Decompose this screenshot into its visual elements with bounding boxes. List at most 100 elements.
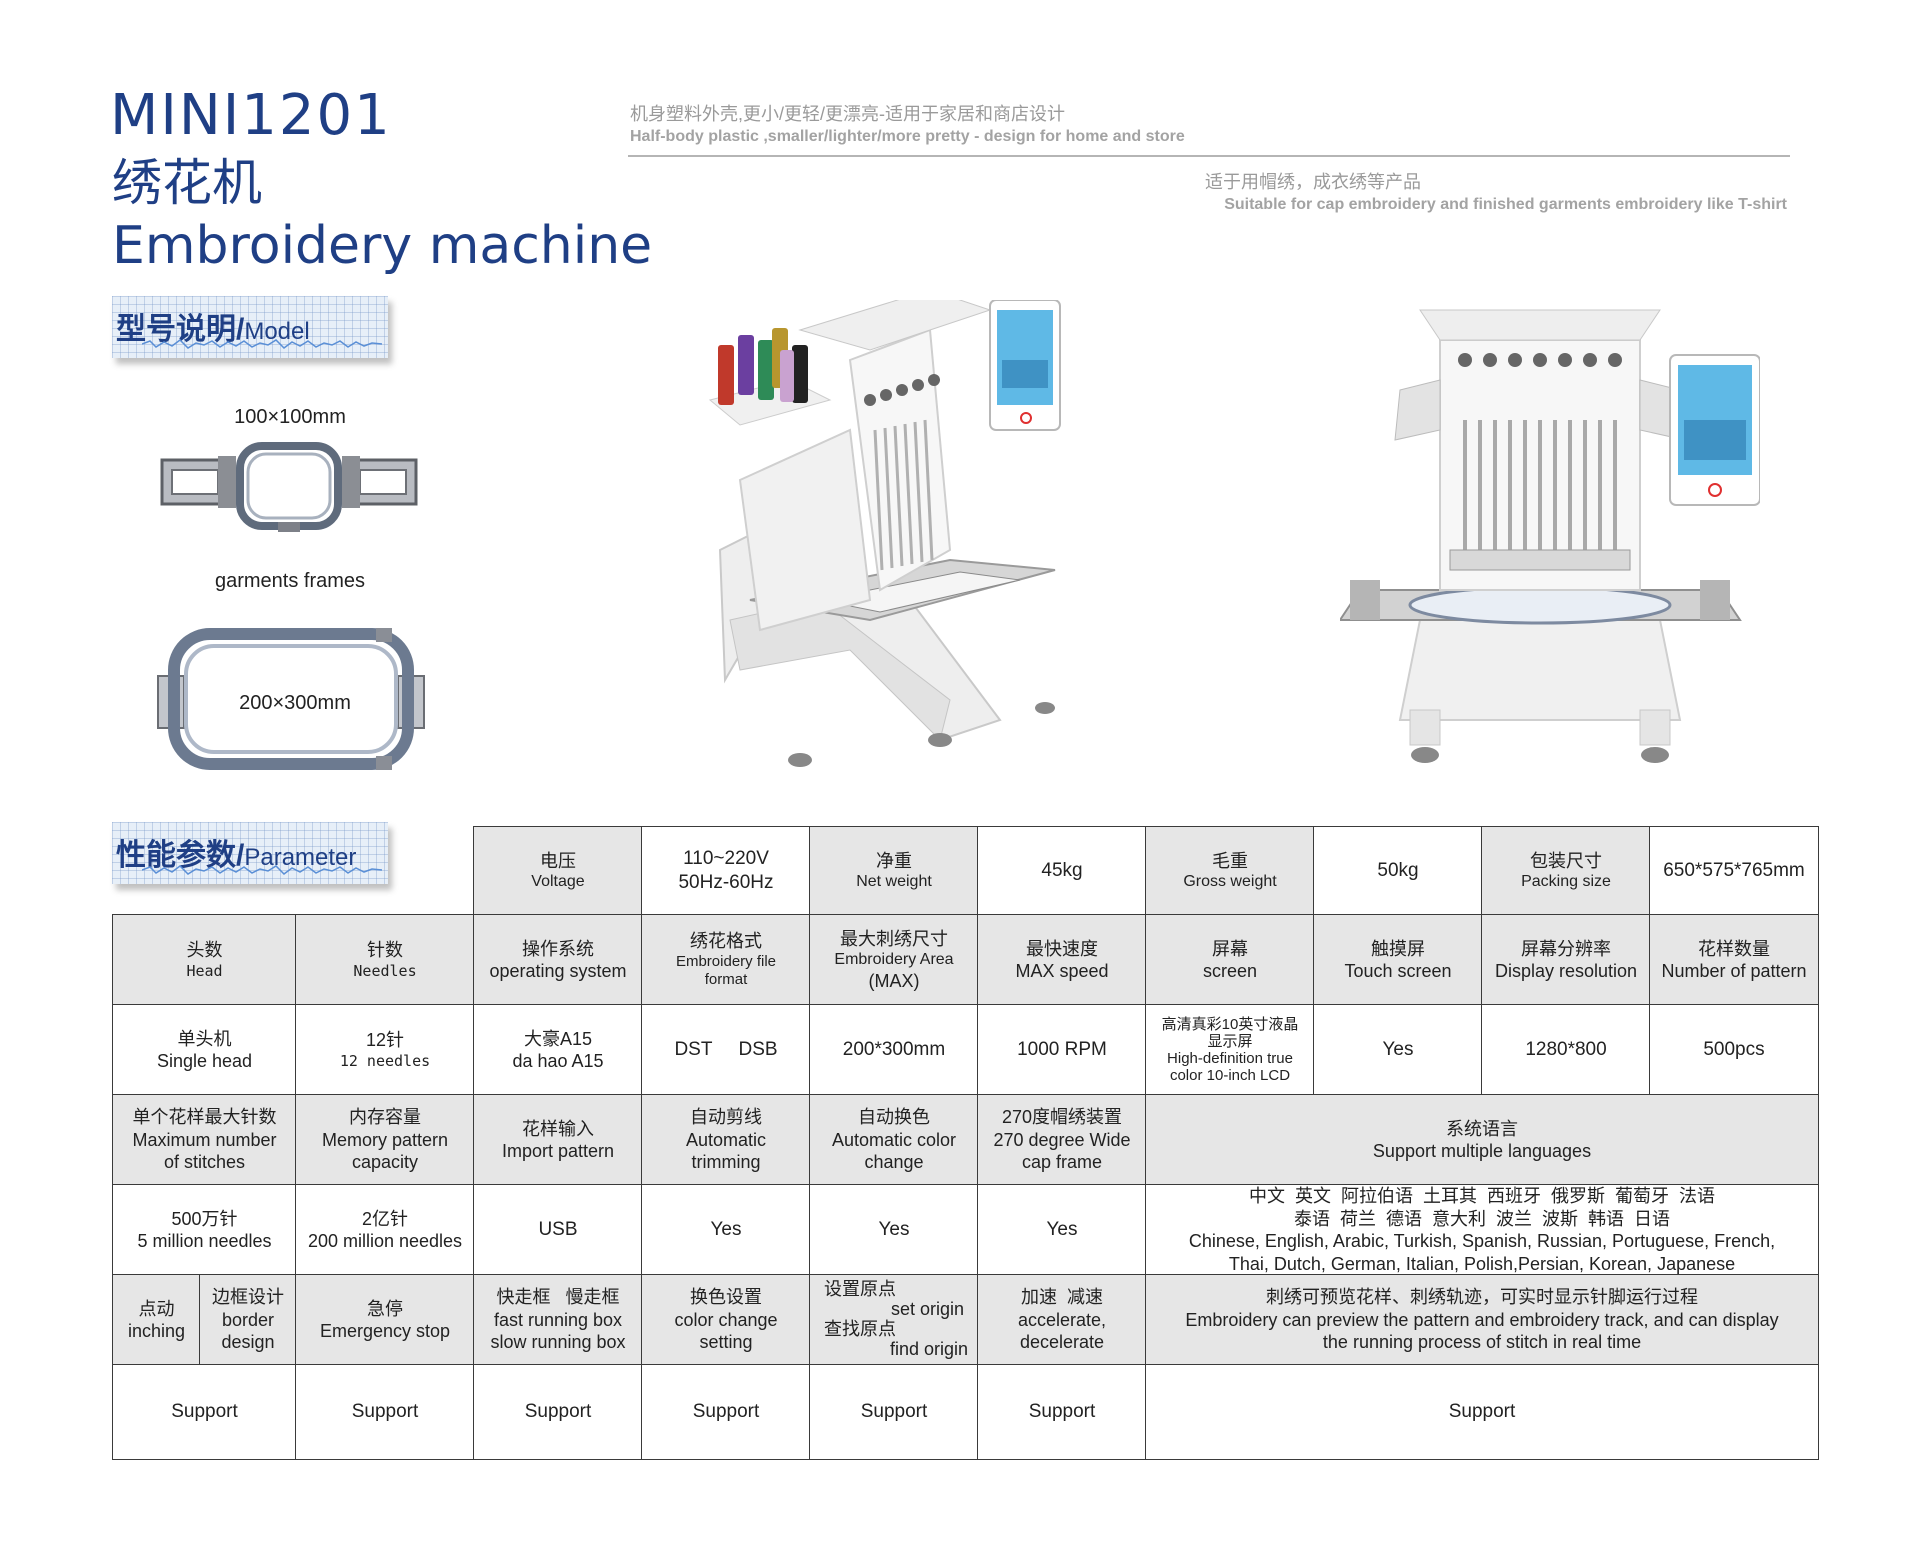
speed-adjust-label-en-1: accelerate,	[1017, 1309, 1107, 1330]
needles-label-en: Needles	[353, 961, 417, 980]
touch-screen-header: 触摸屏 Touch screen	[1313, 914, 1483, 1006]
voltage-range: 110~220V	[683, 848, 769, 870]
tagline-usage-en: Suitable for cap embroidery and finished…	[1224, 196, 1787, 213]
resolution-label-cn: 屏幕分辨率	[1521, 938, 1611, 959]
large-frame-label: 200×300mm	[239, 692, 351, 714]
inching-label-en: inching	[127, 1321, 186, 1341]
support-text-2: Support	[351, 1401, 419, 1423]
support-value-5: Support	[809, 1364, 979, 1460]
memory-value-cn: 2亿针	[361, 1208, 408, 1229]
resolution-header: 屏幕分辨率 Display resolution	[1481, 914, 1651, 1006]
preview-label-en-2: the running process of stitch in real ti…	[1322, 1332, 1642, 1353]
cap-frame-label-en-2: cap frame	[1021, 1152, 1103, 1173]
support-value-7: Support	[1145, 1364, 1819, 1460]
os-value: 大豪A15 da hao A15	[473, 1004, 643, 1096]
parameter-section-banner: 性能参数/Parameter	[112, 822, 388, 884]
support-value-3: Support	[473, 1364, 643, 1460]
import-value: USB	[473, 1184, 643, 1276]
screen-value: 高清真彩10英寸液晶 显示屏 High-definition true colo…	[1145, 1004, 1315, 1096]
support-text-5: Support	[860, 1401, 928, 1423]
trimming-label-en-1: Automatic	[685, 1129, 767, 1150]
color-change-text: Yes	[878, 1219, 910, 1241]
banner-wave-icon	[142, 865, 382, 875]
support-text-6: Support	[1028, 1401, 1096, 1423]
languages-label-en: Support multiple languages	[1372, 1141, 1592, 1161]
support-text-1: Support	[171, 1401, 238, 1423]
import-header: 花样输入 Import pattern	[473, 1094, 643, 1186]
max-stitches-label-en-2: of stitches	[163, 1152, 246, 1173]
speed-adjust-label-cn: 加速 减速	[1020, 1287, 1103, 1308]
max-stitches-label-en-1: Maximum number	[132, 1129, 277, 1150]
max-area-label-en-1: Embroidery Area	[834, 951, 954, 968]
border-design-label-cn: 边框设计	[212, 1287, 284, 1308]
max-speed-label-cn: 最快速度	[1026, 938, 1098, 959]
support-value-4: Support	[641, 1364, 811, 1460]
head-value-en: Single head	[156, 1051, 253, 1071]
voltage-label-en: Voltage	[531, 873, 585, 891]
head-label-en: Head	[186, 961, 223, 980]
gross-weight-header: 毛重 Gross weight	[1145, 826, 1315, 916]
color-change-setting-header: 换色设置 color change setting	[641, 1274, 811, 1366]
head-label-cn: 头数	[186, 940, 223, 961]
header-divider	[628, 155, 1790, 157]
screen-header: 屏幕 screen	[1145, 914, 1315, 1006]
cap-frame-value: Yes	[977, 1184, 1147, 1276]
border-design-label-en-2: design	[221, 1332, 275, 1353]
file-format-label-cn: 绣花格式	[690, 931, 762, 951]
memory-label-cn: 内存容量	[349, 1107, 421, 1128]
find-origin-label-en: find origin	[889, 1338, 968, 1359]
max-speed-text: 1000 RPM	[1017, 1039, 1107, 1061]
inching-label-cn: 点动	[138, 1298, 175, 1319]
title-chinese: 绣花机	[112, 154, 262, 212]
resolution-text: 1280*800	[1525, 1039, 1607, 1061]
max-area-text: 200*300mm	[842, 1039, 946, 1061]
inching-header: 点动 inching	[112, 1274, 201, 1366]
net-weight-label-en: Net weight	[856, 873, 932, 891]
file-format-header: 绣花格式 Embroidery file format	[641, 914, 811, 1006]
embroidery-machine-side-view-image	[708, 300, 1061, 767]
touch-screen-text: Yes	[1382, 1039, 1414, 1061]
color-change-header: 自动换色 Automatic color change	[809, 1094, 979, 1186]
needles-label-cn: 针数	[367, 940, 403, 961]
embroidery-machine-front-view-image	[1340, 309, 1760, 763]
frequency-range: 50Hz-60Hz	[678, 872, 774, 893]
find-origin-label-cn: 查找原点	[824, 1319, 896, 1339]
head-value-cn: 单头机	[177, 1028, 232, 1049]
emergency-stop-label-en: Emergency stop	[319, 1321, 451, 1341]
languages-en-line-1: Chinese, English, Arabic, Turkish, Spani…	[1188, 1231, 1776, 1251]
memory-header: 内存容量 Memory pattern capacity	[295, 1094, 475, 1186]
languages-en-line-2: Thai, Dutch, German, Italian, Polish,Per…	[1228, 1253, 1736, 1274]
preview-header: 刺绣可预览花样、刺绣轨迹，可实时显示针脚运行过程 Embroidery can …	[1145, 1274, 1819, 1366]
import-label-cn: 花样输入	[522, 1118, 594, 1139]
needles-value-cn: 12针	[365, 1030, 405, 1051]
needles-value: 12针 12 needles	[295, 1004, 475, 1096]
memory-value: 2亿针 200 million needles	[295, 1184, 475, 1276]
running-box-header: 快走框 慢走框 fast running box slow running bo…	[473, 1274, 643, 1366]
emergency-stop-header: 急停 Emergency stop	[295, 1274, 475, 1366]
garments-frames-label: garments frames	[214, 570, 366, 592]
support-text-4: Support	[692, 1401, 760, 1423]
packing-size-text: 650*575*765mm	[1663, 860, 1805, 882]
model-title: MINI1201	[110, 83, 392, 148]
large-hoop-frame-icon	[157, 628, 425, 770]
param-banner-en: Parameter	[244, 844, 357, 871]
preview-label-en-1: Embroidery can preview the pattern and e…	[1185, 1309, 1779, 1330]
color-change-label-en-1: Automatic color	[831, 1129, 957, 1150]
cap-frame-label-cn: 270度帽绣装置	[1001, 1107, 1123, 1128]
support-text-3: Support	[524, 1401, 592, 1423]
tagline-design-cn: 机身塑料外壳,更小/更轻/更漂亮-适用于家居和商店设计	[630, 104, 1065, 124]
trimming-header: 自动剪线 Automatic trimming	[641, 1094, 811, 1186]
os-header: 操作系统 operating system	[473, 914, 643, 1006]
resolution-value: 1280*800	[1481, 1004, 1651, 1096]
head-value: 单头机 Single head	[112, 1004, 297, 1096]
languages-label-cn: 系统语言	[1446, 1118, 1518, 1139]
file-format-label-en-1: Embroidery file	[675, 952, 777, 970]
max-speed-value: 1000 RPM	[977, 1004, 1147, 1096]
net-weight-label-cn: 净重	[876, 850, 912, 871]
max-area-header: 最大刺绣尺寸 Embroidery Area (MAX)	[809, 914, 979, 1006]
set-origin-label-en: set origin	[890, 1299, 964, 1320]
speed-adjust-header: 加速 减速 accelerate, decelerate	[977, 1274, 1147, 1366]
support-value-6: Support	[977, 1364, 1147, 1460]
voltage-header: 电压 Voltage	[473, 826, 643, 916]
languages-header: 系统语言 Support multiple languages	[1145, 1094, 1819, 1186]
